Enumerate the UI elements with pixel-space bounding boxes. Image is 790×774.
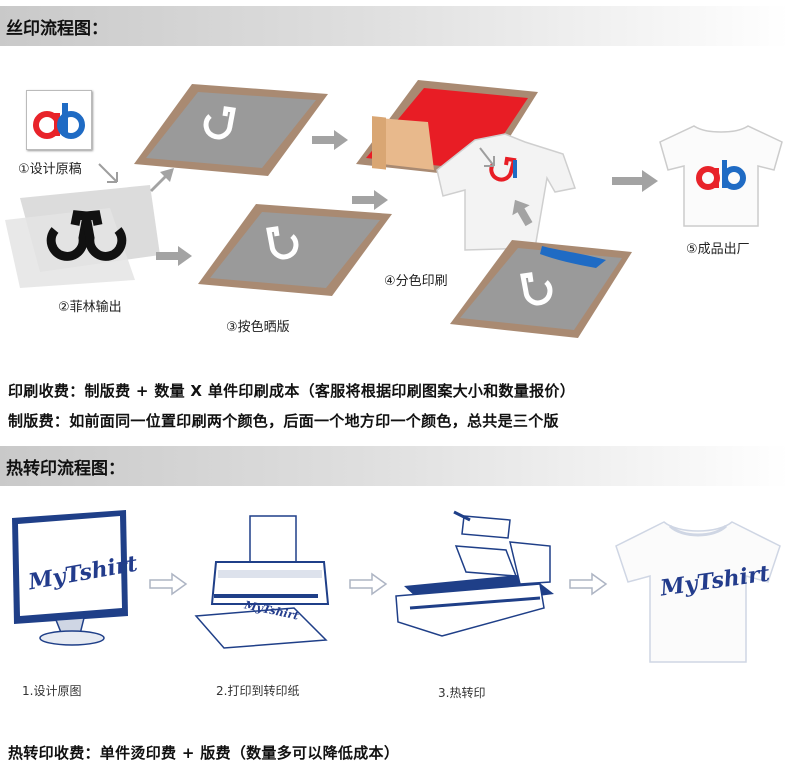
monitor bbox=[12, 510, 128, 646]
arrow-down-icon bbox=[479, 147, 495, 167]
film-sheets bbox=[5, 185, 160, 288]
heat-step3-label: 3.热转印 bbox=[438, 686, 486, 700]
step2-label: ②菲林输出 bbox=[58, 300, 122, 315]
ab-logo-icon bbox=[33, 103, 85, 139]
step4-label: ④分色印刷 bbox=[384, 274, 448, 289]
arrow-right-icon bbox=[149, 572, 188, 596]
screen-frame-b bbox=[198, 204, 392, 296]
arrow-right-icon bbox=[156, 246, 192, 266]
arrow-right-icon bbox=[569, 572, 608, 596]
arrow-up-right-icon bbox=[150, 168, 174, 192]
heat-press bbox=[395, 510, 554, 637]
finished-tshirt bbox=[659, 125, 783, 227]
heat-transfer-title: 热转印流程图： bbox=[6, 459, 125, 479]
heat-transfer-header: 热转印流程图： bbox=[0, 446, 790, 486]
arrow-down-icon bbox=[98, 163, 118, 183]
step3-label: ③按色晒版 bbox=[226, 320, 290, 335]
screen-print-fee-note: 印刷收费：制版费 + 数量 X 单件印刷成本（客服将根据印刷图案大小和数量报价） bbox=[8, 382, 576, 400]
print-frame-blue bbox=[450, 240, 632, 338]
arrow-right-icon bbox=[612, 170, 658, 192]
screen-print-title: 丝印流程图： bbox=[6, 19, 108, 39]
heat-tshirt bbox=[615, 521, 781, 663]
plate-fee-note: 制版费：如前面同一位置印刷两个颜色，后面一个地方印一个颜色，总共是三个版 bbox=[8, 412, 559, 430]
arrow-right-icon bbox=[312, 130, 348, 150]
step5-label: ⑤成品出厂 bbox=[686, 242, 750, 257]
heat-step2-label: 2.打印到转印纸 bbox=[216, 684, 300, 698]
printer bbox=[194, 515, 330, 649]
arrow-up-icon bbox=[512, 199, 533, 227]
arrow-right-icon bbox=[352, 190, 388, 210]
tshirt-printing bbox=[436, 133, 576, 251]
step1-label: ①设计原稿 bbox=[18, 162, 82, 177]
screen-frame-a bbox=[134, 84, 328, 176]
heat-transfer-fee-note: 热转印收费：单件烫印费 + 版费（数量多可以降低成本） bbox=[8, 744, 400, 762]
design-logo bbox=[26, 90, 92, 150]
screen-print-header: 丝印流程图： bbox=[0, 6, 790, 46]
heat-step1-label: 1.设计原图 bbox=[22, 684, 82, 698]
arrow-right-icon bbox=[349, 572, 388, 596]
